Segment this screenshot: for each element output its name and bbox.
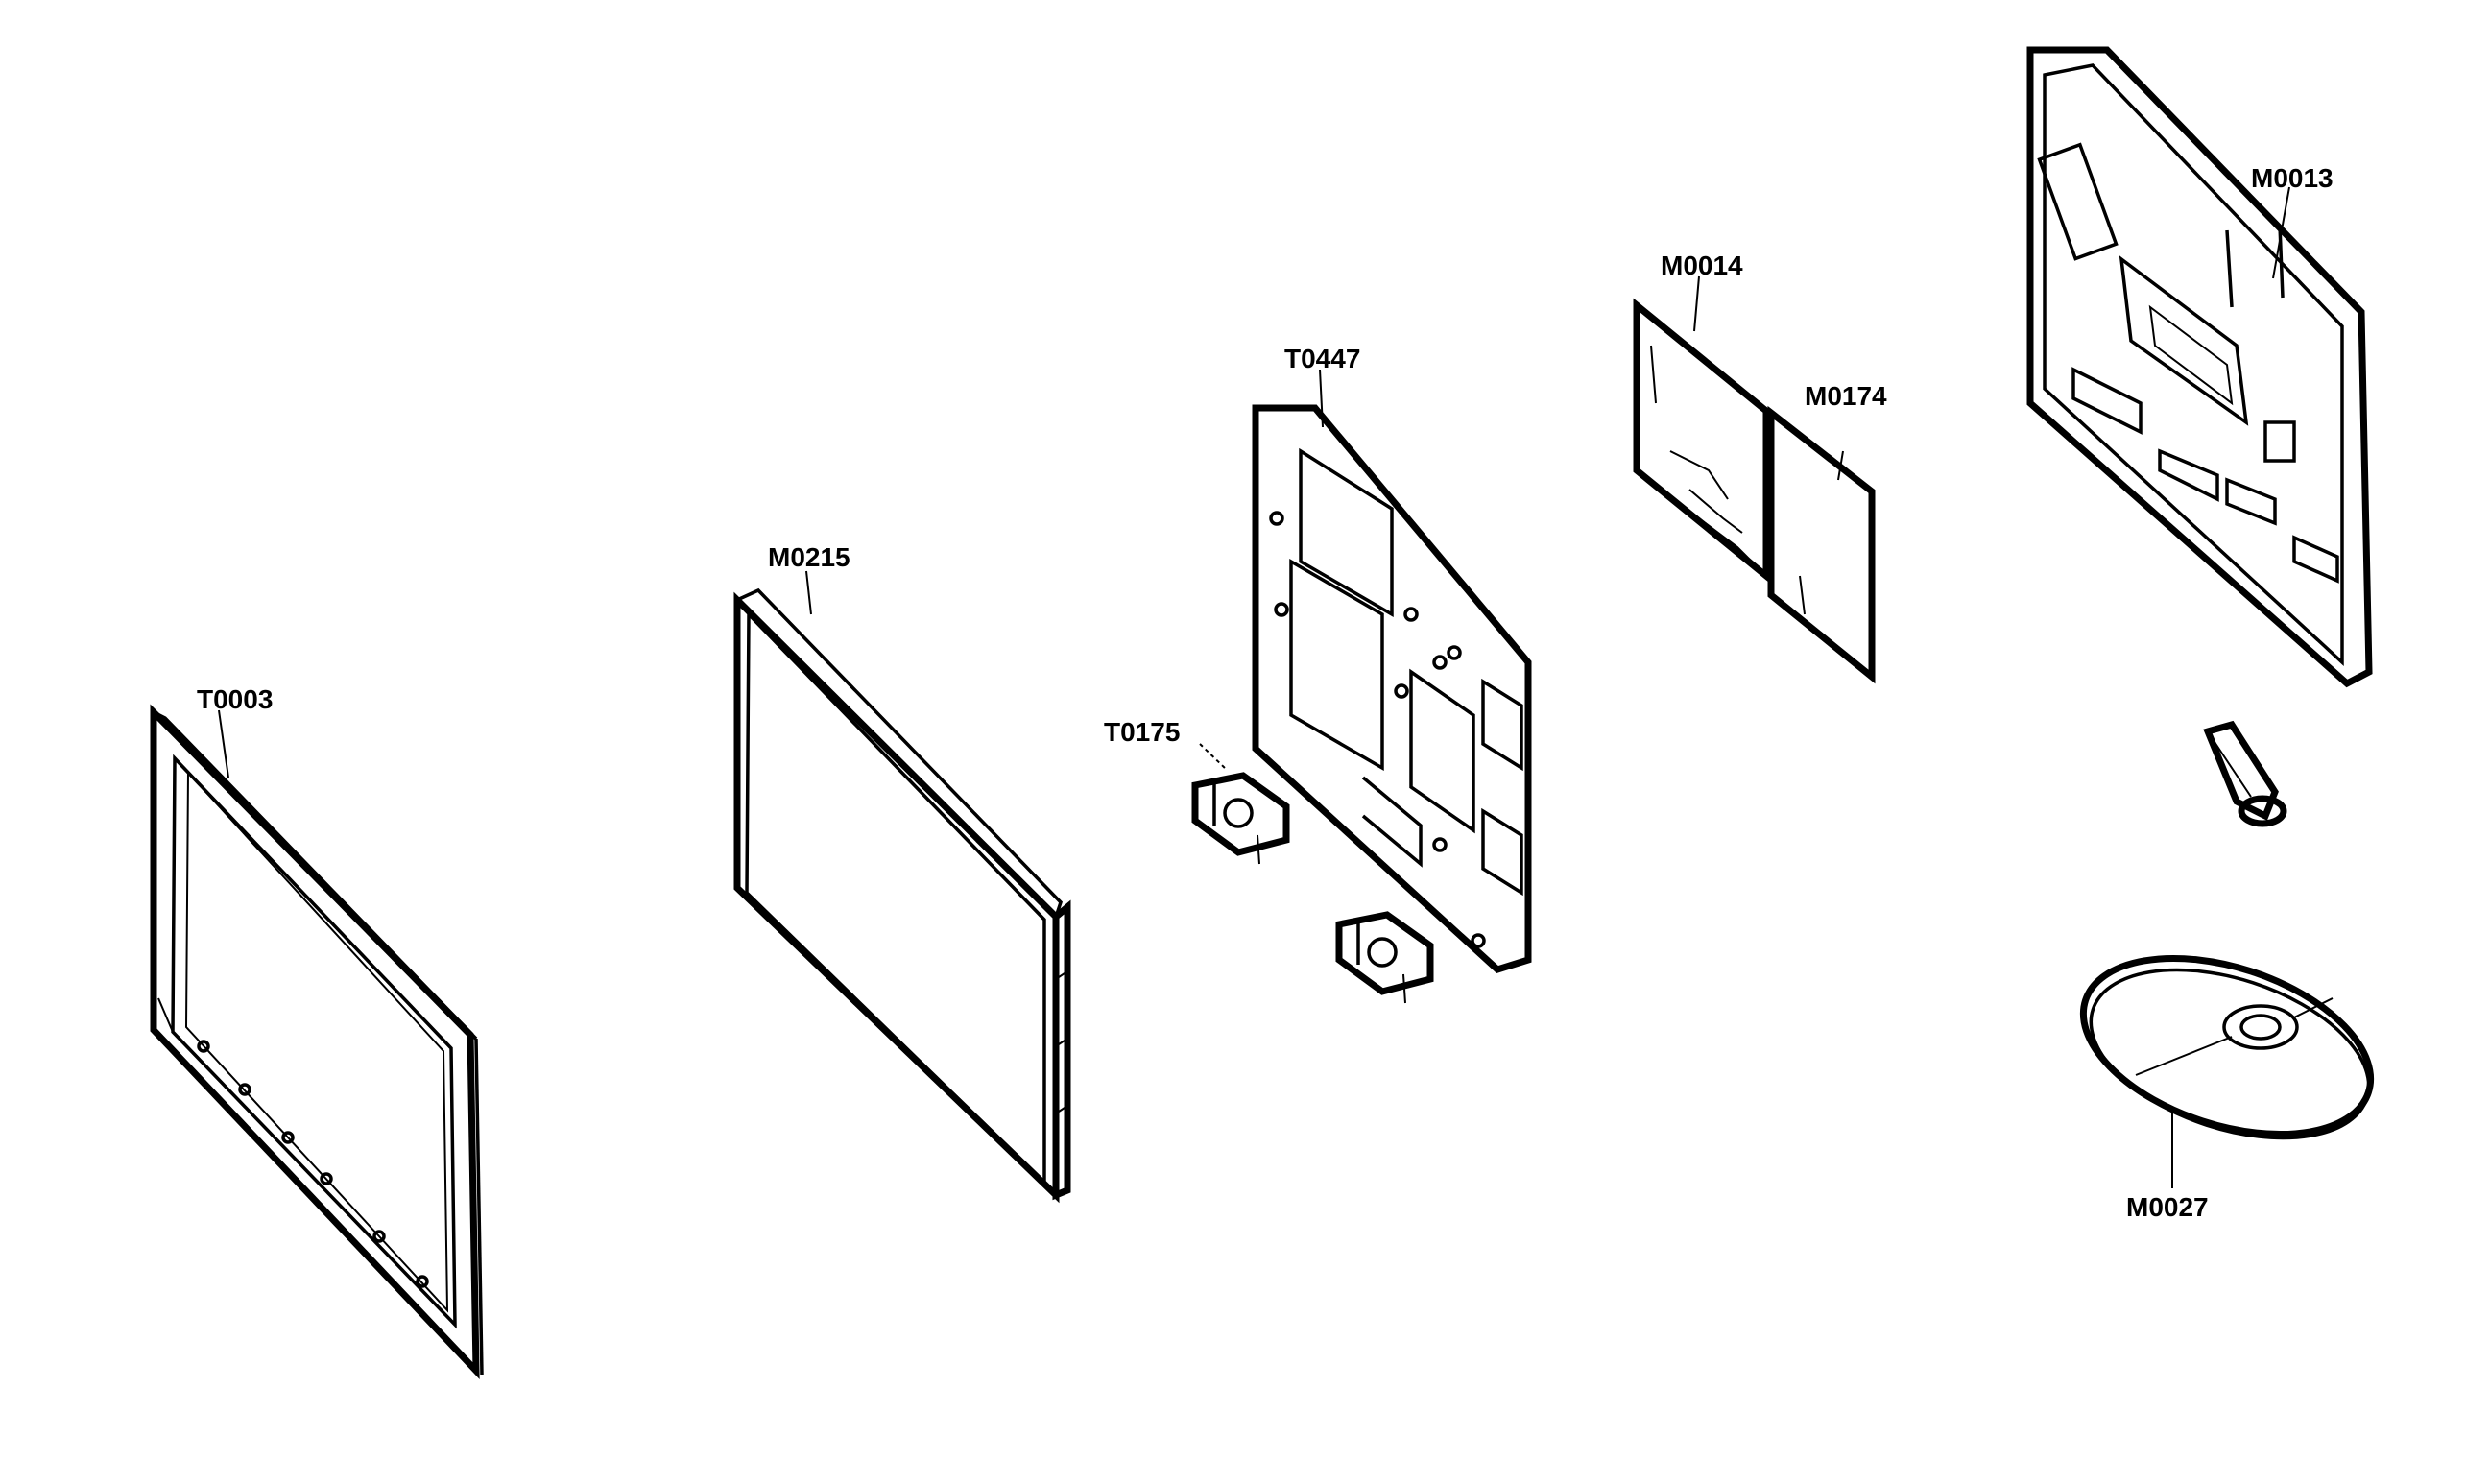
part-m0014-main-board[interactable]: M0014 [1633,251,1770,584]
part-m0013-rear-cover[interactable]: M0013 [2026,46,2373,688]
part-t0175-speakers[interactable]: T0175 [1104,717,1434,1004]
label-t0175: T0175 [1104,717,1180,747]
label-t0003: T0003 [197,684,273,714]
label-m0027: M0027 [2126,1192,2209,1222]
part-t0447-chassis-frame[interactable]: T0447 [1252,344,1532,973]
label-m0215: M0215 [768,542,850,572]
part-m0027-stand-base[interactable]: M0027 [2061,925,2393,1222]
part-stand-neck[interactable] [2203,720,2287,827]
label-m0013: M0013 [2251,163,2334,193]
part-m0174-power-board[interactable]: M0174 [1767,381,1887,684]
label-m0174: M0174 [1805,381,1887,411]
label-t0447: T0447 [1284,344,1360,373]
part-t0003-front-bezel[interactable]: T0003 [150,684,484,1379]
part-m0215-lcd-panel[interactable]: M0215 [733,542,1071,1204]
label-m0014: M0014 [1661,251,1743,280]
